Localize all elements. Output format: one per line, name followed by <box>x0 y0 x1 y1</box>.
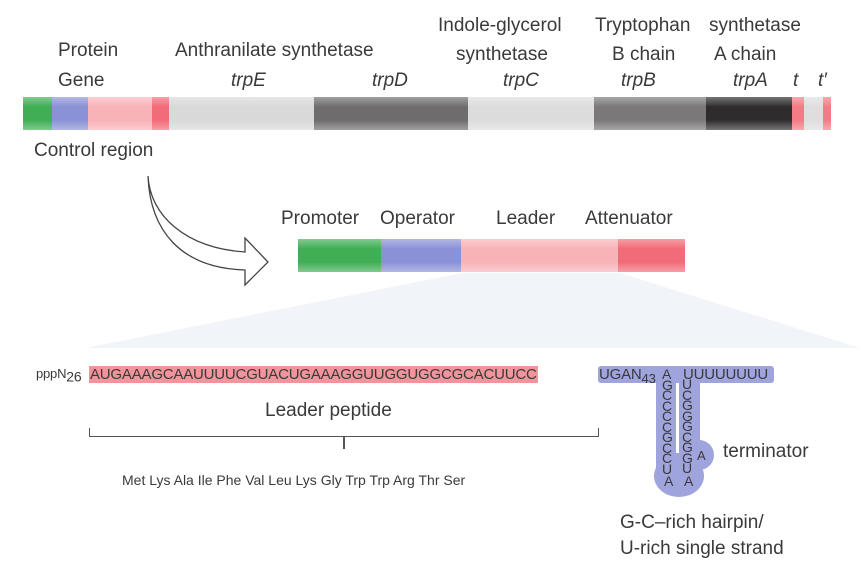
promoter-segment <box>298 239 381 272</box>
bracket-tick <box>343 437 345 449</box>
bulge-base: A <box>697 448 706 463</box>
stem-left-base: G <box>662 376 673 393</box>
stem-left-base: C <box>662 439 672 456</box>
leader-peptide-bracket <box>89 428 599 437</box>
gene-label-trpB: trpB <box>621 70 656 91</box>
operon-leader-segment <box>87 97 152 130</box>
protein-label-trpE-trpD: Anthranilate synthetase <box>175 40 374 61</box>
curved-arrow-icon <box>147 175 269 287</box>
stem-right-base: G <box>682 407 693 424</box>
stem-right-base: C <box>682 386 692 403</box>
operon-t-segment <box>792 97 805 130</box>
gene-label-trpA: trpA <box>733 70 768 91</box>
protein-label-trpC-line2: synthetase <box>456 44 548 65</box>
prefix-subscript: 26 <box>66 368 82 385</box>
stem-left-base: U <box>662 460 672 477</box>
operon-operator-segment <box>51 97 88 130</box>
stem-right-base: G <box>682 397 693 413</box>
protein-label-trpC-line1: Indole-glycerol <box>438 15 562 36</box>
leader-peptide-label: Leader peptide <box>265 400 392 421</box>
protein-label-trpA-line2: A chain <box>714 44 777 65</box>
gene-row-label: Gene <box>58 70 105 91</box>
stem-left-base: C <box>662 450 672 466</box>
operon-t-prime-segment <box>823 97 831 130</box>
zoom-wedge <box>86 273 860 348</box>
u-tail: UUUUUUUU <box>683 366 769 383</box>
control-region-label: Control region <box>34 140 154 161</box>
loop-highlight <box>654 455 704 497</box>
stem-left-base: C <box>662 418 672 435</box>
stem-right-base: C <box>682 428 692 445</box>
terminator-label: terminator <box>723 441 809 462</box>
stem-left-base: A <box>662 366 672 382</box>
stem-right-base: U <box>682 376 692 392</box>
gene-label-trpC: trpC <box>503 70 539 91</box>
gene-label-t: t <box>793 70 799 91</box>
stop-subscript: 43 <box>641 371 656 386</box>
stop-text: UGAN <box>599 366 642 383</box>
operon-attenuator-segment <box>151 97 169 130</box>
operon-trpD-segment <box>313 97 469 130</box>
attenuator-label: Attenuator <box>585 208 673 229</box>
terminator-caption-line1: G-C–rich hairpin/ <box>620 512 764 533</box>
sequence-prefix: pppN26 <box>36 366 82 385</box>
stem-left-base: C <box>662 408 672 424</box>
control-region-bar <box>298 239 685 272</box>
gene-label-trpD: trpD <box>372 70 408 91</box>
stem-left-base: C <box>662 387 672 403</box>
promoter-label: Promoter <box>281 208 360 229</box>
gene-label-trpE: trpE <box>231 70 266 91</box>
prefix-text: pppN <box>36 366 67 381</box>
gene-label-t-prime: t′ <box>818 70 827 91</box>
loop-base: A <box>684 473 694 489</box>
stem-right-base: U <box>682 460 692 476</box>
operon-trpC-segment <box>468 97 595 130</box>
protein-label-trpB-line1: Tryptophan <box>595 15 691 36</box>
operon-spacer-segment <box>804 97 824 130</box>
operon-trpA-segment <box>706 97 793 130</box>
protein-label-trpB-line2: B chain <box>612 44 676 65</box>
leader-sequence: AUGAAAGCAAUUUUCGUACUGAAAGGUUGGUGGCGCACUU… <box>89 366 538 383</box>
stop-sequence: UGAN43 <box>599 366 656 386</box>
operon-promoter-segment <box>23 97 52 130</box>
operator-segment <box>381 239 461 272</box>
operon-trpE-segment <box>168 97 314 130</box>
operon-bar <box>23 97 831 130</box>
loop-base: A <box>664 473 674 489</box>
attenuator-segment <box>618 239 685 272</box>
leader-segment <box>461 239 618 272</box>
stem-right-base: G <box>682 439 693 455</box>
tail-gap <box>676 383 679 453</box>
terminator-caption-line2: U-rich single strand <box>620 538 784 559</box>
operator-label: Operator <box>380 208 455 229</box>
stem-left-base: C <box>662 397 672 414</box>
amino-acid-sequence: Met Lys Ala Ile Phe Val Leu Lys Gly Trp … <box>122 472 466 488</box>
stem-left-base: G <box>662 429 673 445</box>
operon-trpB-segment <box>594 97 707 130</box>
leader-label: Leader <box>496 208 556 229</box>
protein-label-trpA-line1: synthetase <box>709 15 801 36</box>
stem-right-base: G <box>682 418 693 434</box>
protein-row-label: Protein <box>58 40 119 61</box>
stem-right-base: G <box>682 449 693 466</box>
